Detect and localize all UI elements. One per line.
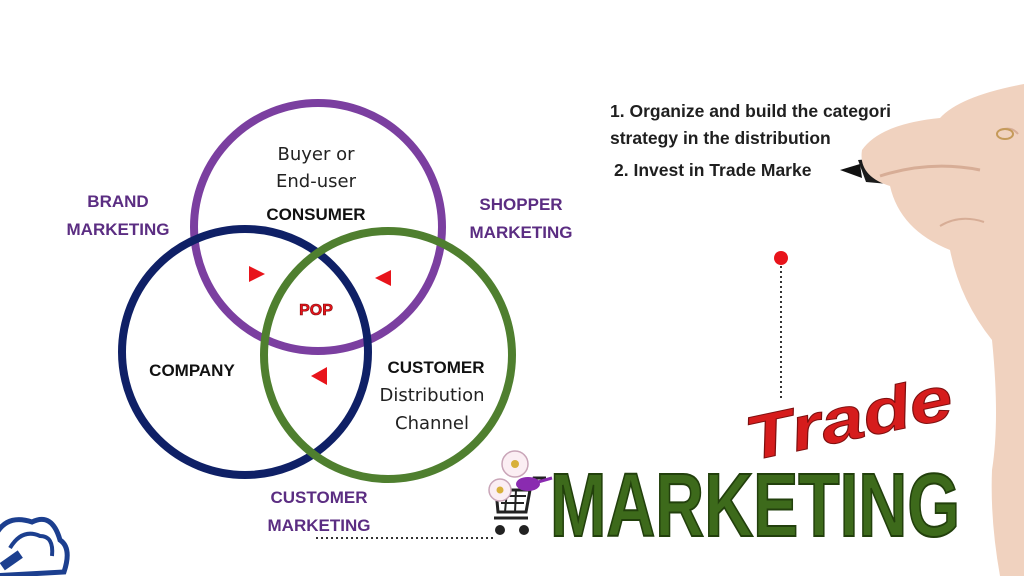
step-1-line-2: strategy in the distribution — [610, 128, 831, 148]
pop-label: POP — [299, 302, 333, 319]
marketing-word: MARKETING — [550, 456, 960, 556]
brand-marketing-label-2: MARKETING — [67, 220, 170, 239]
hand-with-pen-illustration — [840, 84, 1024, 576]
steps-text: 1. Organize and build the categori strat… — [610, 98, 891, 184]
customer-subtitle-2: Channel — [395, 413, 469, 434]
consumer-subtitle-1: Buyer or — [277, 144, 355, 165]
brand-marketing-label-1: BRAND — [87, 192, 148, 211]
shopper-marketing-label-2: MARKETING — [470, 223, 573, 242]
arrow-right-icon — [249, 266, 265, 282]
customer-circle — [260, 227, 516, 483]
company-title: COMPANY — [149, 361, 235, 380]
arrow-left-icon — [311, 367, 327, 385]
company-circle — [118, 225, 372, 479]
customer-title: CUSTOMER — [388, 358, 485, 377]
flower-icon — [488, 450, 553, 502]
step-2: 2. Invest in Trade Marke — [614, 160, 812, 180]
cloud-logo-icon — [0, 516, 70, 576]
customer-marketing-label-1: CUSTOMER — [271, 488, 368, 507]
step-1-line-1: 1. Organize and build the categori — [610, 101, 892, 121]
arrow-left-icon — [375, 270, 391, 286]
red-dot — [774, 251, 788, 265]
consumer-title: CONSUMER — [266, 205, 365, 224]
shopper-marketing-label-1: SHOPPER — [479, 195, 562, 214]
consumer-subtitle-2: End-user — [276, 171, 357, 192]
customer-subtitle-1: Distribution — [379, 385, 484, 406]
consumer-circle — [190, 99, 446, 355]
customer-marketing-label-2: MARKETING — [268, 516, 371, 535]
